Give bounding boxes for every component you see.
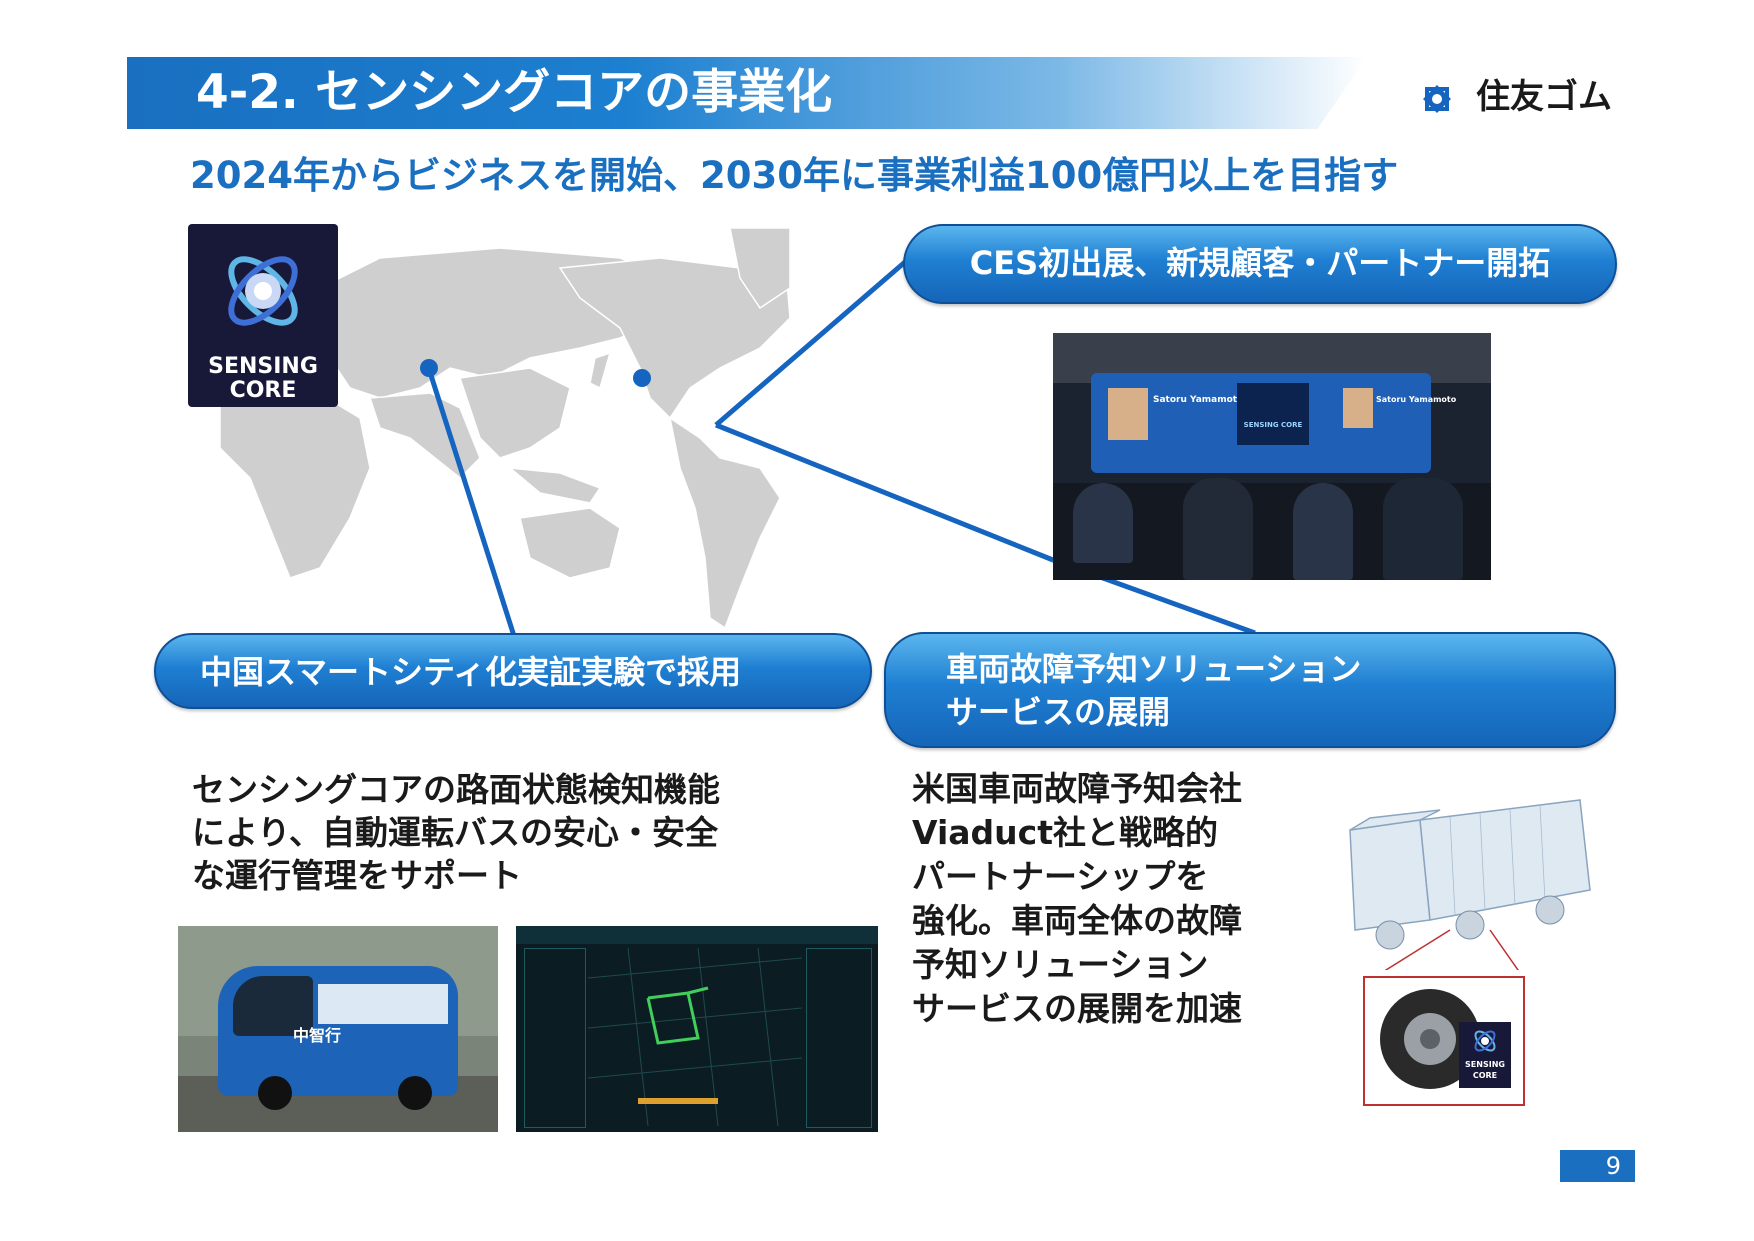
title-band [127,57,1367,129]
callout-china: 中国スマートシティ化実証実験で採用 [154,633,872,709]
vehicle-desc-line: パートナーシップを [912,857,1209,896]
tire-badge-line1: SENSING [1465,1060,1505,1069]
callout-china-label: 中国スマートシティ化実証実験で採用 [200,653,742,691]
vehicle-desc-line: 予知ソリューション [912,945,1209,984]
callout-ces: CES初出展、新規顧客・パートナー開拓 [903,224,1617,304]
autonomous-bus-photo: 中智行 [178,926,498,1132]
dashboard-map [588,948,802,1126]
china-desc-line: な運行管理をサポート [192,856,522,895]
badge-line1: SENSING [208,354,318,379]
callout-vehicle: 車両故障予知ソリューション サービスの展開 [884,632,1616,748]
sensing-core-logo: SENSING CORE [188,224,338,407]
callout-ces-label: CES初出展、新規顧客・パートナー開拓 [969,244,1551,282]
ces-booth-photo: Satoru Yamamoto SENSING CORE Satoru Yama… [1053,333,1491,580]
tire-sensing-core-badge: SENSING CORE [1459,1022,1511,1088]
page-number: 9 [1560,1150,1635,1182]
truck-wireframe-image [1349,799,1591,970]
vehicle-desc-line: 強化。車両全体の故障 [912,901,1242,940]
sensing-core-emblem-icon [228,256,298,326]
bus-logo: 中智行 [293,1026,342,1045]
subtitle: 2024年からビジネスを開始、2030年に事業利益100億円以上を目指す [190,154,1399,197]
china-desc-line: により、自動運転バスの安心・安全 [192,813,719,852]
tire-icon [1380,989,1480,1089]
monitoring-dashboard-photo [516,926,878,1132]
ces-left-name: Satoru Yamamoto [1153,395,1244,405]
tire-closeup: SENSING CORE [1363,976,1525,1106]
vehicle-desc-line: サービスの展開を加速 [912,989,1242,1028]
tire-badge-line2: CORE [1472,1071,1498,1080]
vehicle-desc-line: Viaduct社と戦略的 [912,813,1218,852]
vehicle-description: 米国車両故障予知会社 Viaduct社と戦略的 パートナーシップを 強化。車両全… [912,767,1312,1031]
callout-vehicle-line2: サービスの展開 [946,693,1171,731]
vehicle-desc-line: 米国車両故障予知会社 [912,769,1242,808]
ces-center-logo: SENSING CORE [1243,421,1303,429]
badge-line2: CORE [229,378,297,403]
china-description: センシングコアの路面状態検知機能 により、自動運転バスの安心・安全 な運行管理を… [192,768,812,897]
ces-right-name: Satoru Yamamoto [1376,395,1457,404]
callout-vehicle-line1: 車両故障予知ソリューション [946,650,1362,688]
world-map [219,228,791,628]
company-logo-icon [1423,85,1451,113]
slide-title: 4-2. センシングコアの事業化 [196,65,833,120]
china-desc-line: センシングコアの路面状態検知機能 [192,770,720,809]
sensing-core-emblem-icon [1474,1030,1496,1052]
company-name: 住友ゴム [1476,77,1612,117]
